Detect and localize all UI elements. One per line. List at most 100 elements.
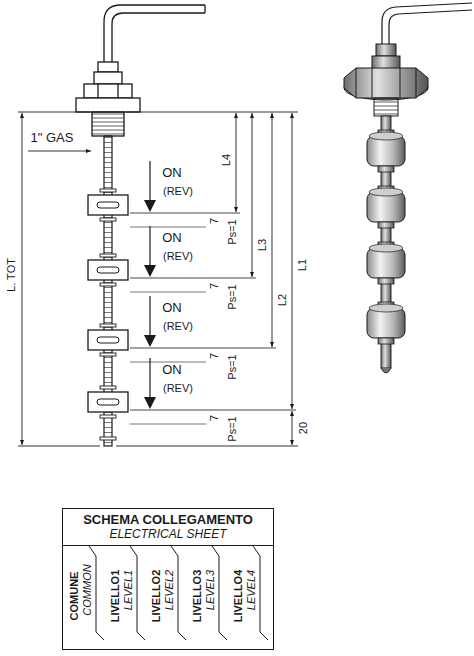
dimension-label: L3 xyxy=(256,238,268,252)
wire xyxy=(212,546,219,556)
extension-line xyxy=(130,410,296,411)
wire xyxy=(96,632,104,640)
float xyxy=(88,392,128,412)
cable-gland xyxy=(76,98,140,112)
float xyxy=(369,304,403,312)
extension-line xyxy=(130,292,206,293)
wire-label: COMMON xyxy=(81,563,93,616)
cable-gland xyxy=(84,84,132,98)
table-subtitle: ELECTRICAL SHEET xyxy=(67,527,269,541)
dimension-line xyxy=(126,112,298,113)
dimension-label: L4 xyxy=(220,153,232,167)
dimension-line xyxy=(18,112,298,446)
washer xyxy=(100,283,116,286)
dimension-line xyxy=(22,113,23,445)
extension-line xyxy=(130,278,256,279)
float xyxy=(367,308,405,338)
dimension-label: 20 xyxy=(297,421,309,435)
on-label: ON xyxy=(161,167,183,179)
extension-line xyxy=(130,424,206,425)
dimension-label: Ps=1 xyxy=(226,353,238,380)
dimension-label: 1" GAS xyxy=(30,132,75,144)
cable-gland xyxy=(98,62,118,72)
cable xyxy=(104,5,205,62)
table-title: SCHEMA COLLEGAMENTO xyxy=(67,512,269,527)
wire xyxy=(89,546,268,640)
dimension-label: 7 xyxy=(208,217,220,225)
wire xyxy=(219,632,227,640)
float xyxy=(369,188,403,196)
washer xyxy=(100,189,116,440)
extension-line xyxy=(130,213,296,424)
dimension-line xyxy=(252,113,253,277)
on-label: ON xyxy=(161,302,183,314)
on-arrow xyxy=(144,397,156,409)
float xyxy=(88,195,128,215)
cable-gland xyxy=(400,68,401,98)
on-arrow xyxy=(149,226,150,266)
float xyxy=(369,132,403,140)
wire xyxy=(171,546,178,556)
cable xyxy=(104,5,205,62)
float xyxy=(97,267,119,273)
cable xyxy=(382,3,472,46)
wire xyxy=(178,556,179,632)
wire xyxy=(89,546,96,556)
dimension-label: 7 xyxy=(208,414,220,422)
dimension-line xyxy=(18,112,90,113)
dimension-label: Ps=1 xyxy=(226,415,238,442)
on-label: ON xyxy=(161,232,183,244)
wire-label: COMUNE xyxy=(68,571,80,622)
washer xyxy=(100,254,116,257)
extension-line xyxy=(130,213,240,214)
cable xyxy=(389,10,472,46)
extension-line xyxy=(130,227,206,228)
cable-gland xyxy=(344,44,428,116)
cable-gland xyxy=(416,68,417,98)
cable xyxy=(112,13,205,62)
cable xyxy=(382,3,472,46)
float xyxy=(97,399,119,405)
cable-gland xyxy=(76,62,140,136)
washer xyxy=(100,415,116,418)
wire xyxy=(219,556,220,632)
washer xyxy=(100,218,116,221)
washer xyxy=(100,189,116,192)
washer xyxy=(100,324,116,327)
wire-label: LIVELLO2 xyxy=(150,569,162,624)
wire xyxy=(137,556,138,632)
wire xyxy=(130,546,137,556)
on-arrow xyxy=(144,265,156,277)
float xyxy=(378,278,394,284)
on-label: ON xyxy=(161,364,183,376)
stem xyxy=(381,368,391,373)
cable-gland xyxy=(372,68,373,98)
cable-gland xyxy=(94,72,122,84)
float xyxy=(97,337,119,343)
float xyxy=(88,260,128,280)
rev-label: (REV) xyxy=(162,250,194,262)
wire-label: LIVELLO1 xyxy=(109,569,121,624)
float xyxy=(369,244,403,252)
float xyxy=(378,338,394,344)
wire xyxy=(178,632,186,640)
wire-label: LEVEL3 xyxy=(204,569,216,611)
cable-gland xyxy=(92,112,124,136)
dimension-line xyxy=(28,151,91,152)
wire-label: LEVEL4 xyxy=(245,569,257,611)
washer xyxy=(100,353,116,356)
dimension-line xyxy=(18,446,100,447)
table-header: SCHEMA COLLEGAMENTOELECTRICAL SHEET xyxy=(63,509,273,546)
wire-label: LEVEL1 xyxy=(122,569,134,611)
on-arrow xyxy=(144,335,156,347)
cable-gland xyxy=(117,84,118,98)
washer xyxy=(100,386,116,389)
dimension-label: 7 xyxy=(208,282,220,290)
wire xyxy=(137,632,145,640)
float xyxy=(367,130,405,344)
cable-gland xyxy=(376,44,396,56)
dimension-line xyxy=(236,113,237,212)
dimension-line xyxy=(272,113,273,347)
